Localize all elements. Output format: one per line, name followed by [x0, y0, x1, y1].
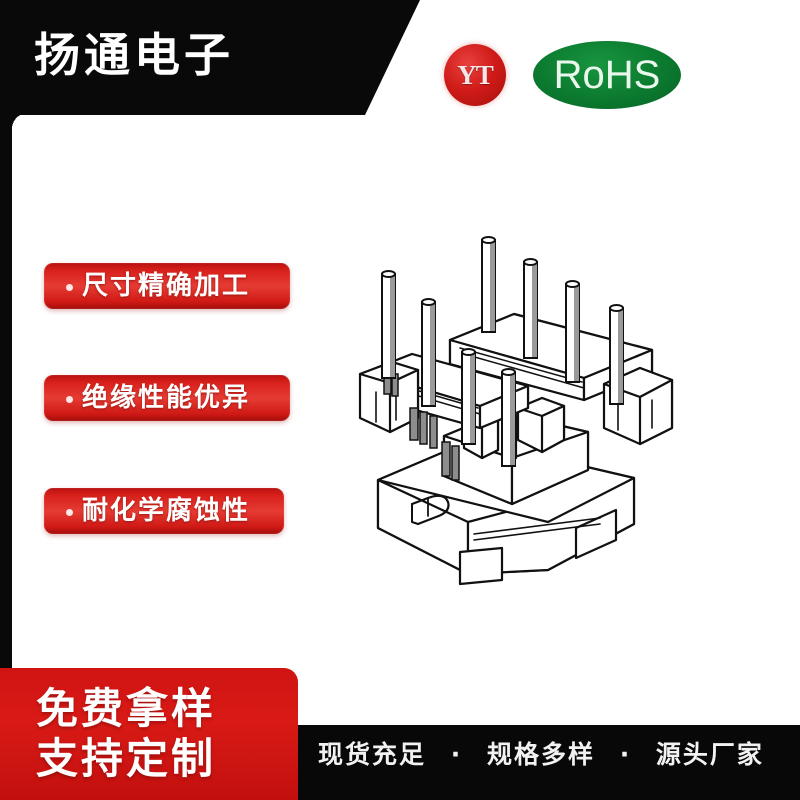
feature-pill-1: 尺寸精确加工 — [44, 263, 290, 309]
left-edge-strip — [0, 0, 12, 800]
feature-pill-2-label: 绝缘性能优异 — [82, 383, 251, 413]
footer-promo-line-1: 免费拿样 — [36, 684, 217, 734]
pins — [381, 236, 624, 467]
comb-fins — [383, 371, 460, 481]
feature-pill-1-label: 尺寸精确加工 — [82, 271, 251, 301]
footer-tagline-item-3: 源头厂家 — [655, 740, 764, 769]
feature-pill-3: 耐化学腐蚀性 — [44, 488, 284, 534]
footer-tagline-item-1: 现货充足 — [318, 740, 427, 769]
footer-tagline-separator: · — [619, 740, 632, 769]
footer-promo-block: 免费拿样 支持定制 — [0, 668, 298, 800]
product-illustration — [352, 222, 692, 612]
bullet-dot-icon — [66, 283, 73, 291]
footer-tagline-separator: · — [450, 740, 463, 769]
brand-title: 扬通电子 — [34, 28, 234, 82]
header-corner-fillet — [12, 113, 28, 129]
rohs-logo-label: RoHS — [553, 53, 661, 97]
bullet-dot-icon — [66, 395, 73, 403]
bobbin-line-drawing-svg — [358, 236, 674, 586]
yt-logo-label: YT — [457, 59, 494, 90]
footer-promo-line-2: 支持定制 — [36, 734, 217, 783]
bullet-dot-icon — [66, 508, 73, 516]
feature-pill-2: 绝缘性能优异 — [44, 375, 290, 421]
feature-pill-3-label: 耐化学腐蚀性 — [82, 496, 251, 526]
yt-logo-badge: YT — [444, 44, 506, 106]
footer-tagline-item-2: 规格多样 — [486, 740, 595, 769]
rohs-logo-badge: RoHS — [533, 41, 681, 109]
footer-tagline: 现货充足 · 规格多样 · 源头厂家 — [318, 742, 764, 767]
